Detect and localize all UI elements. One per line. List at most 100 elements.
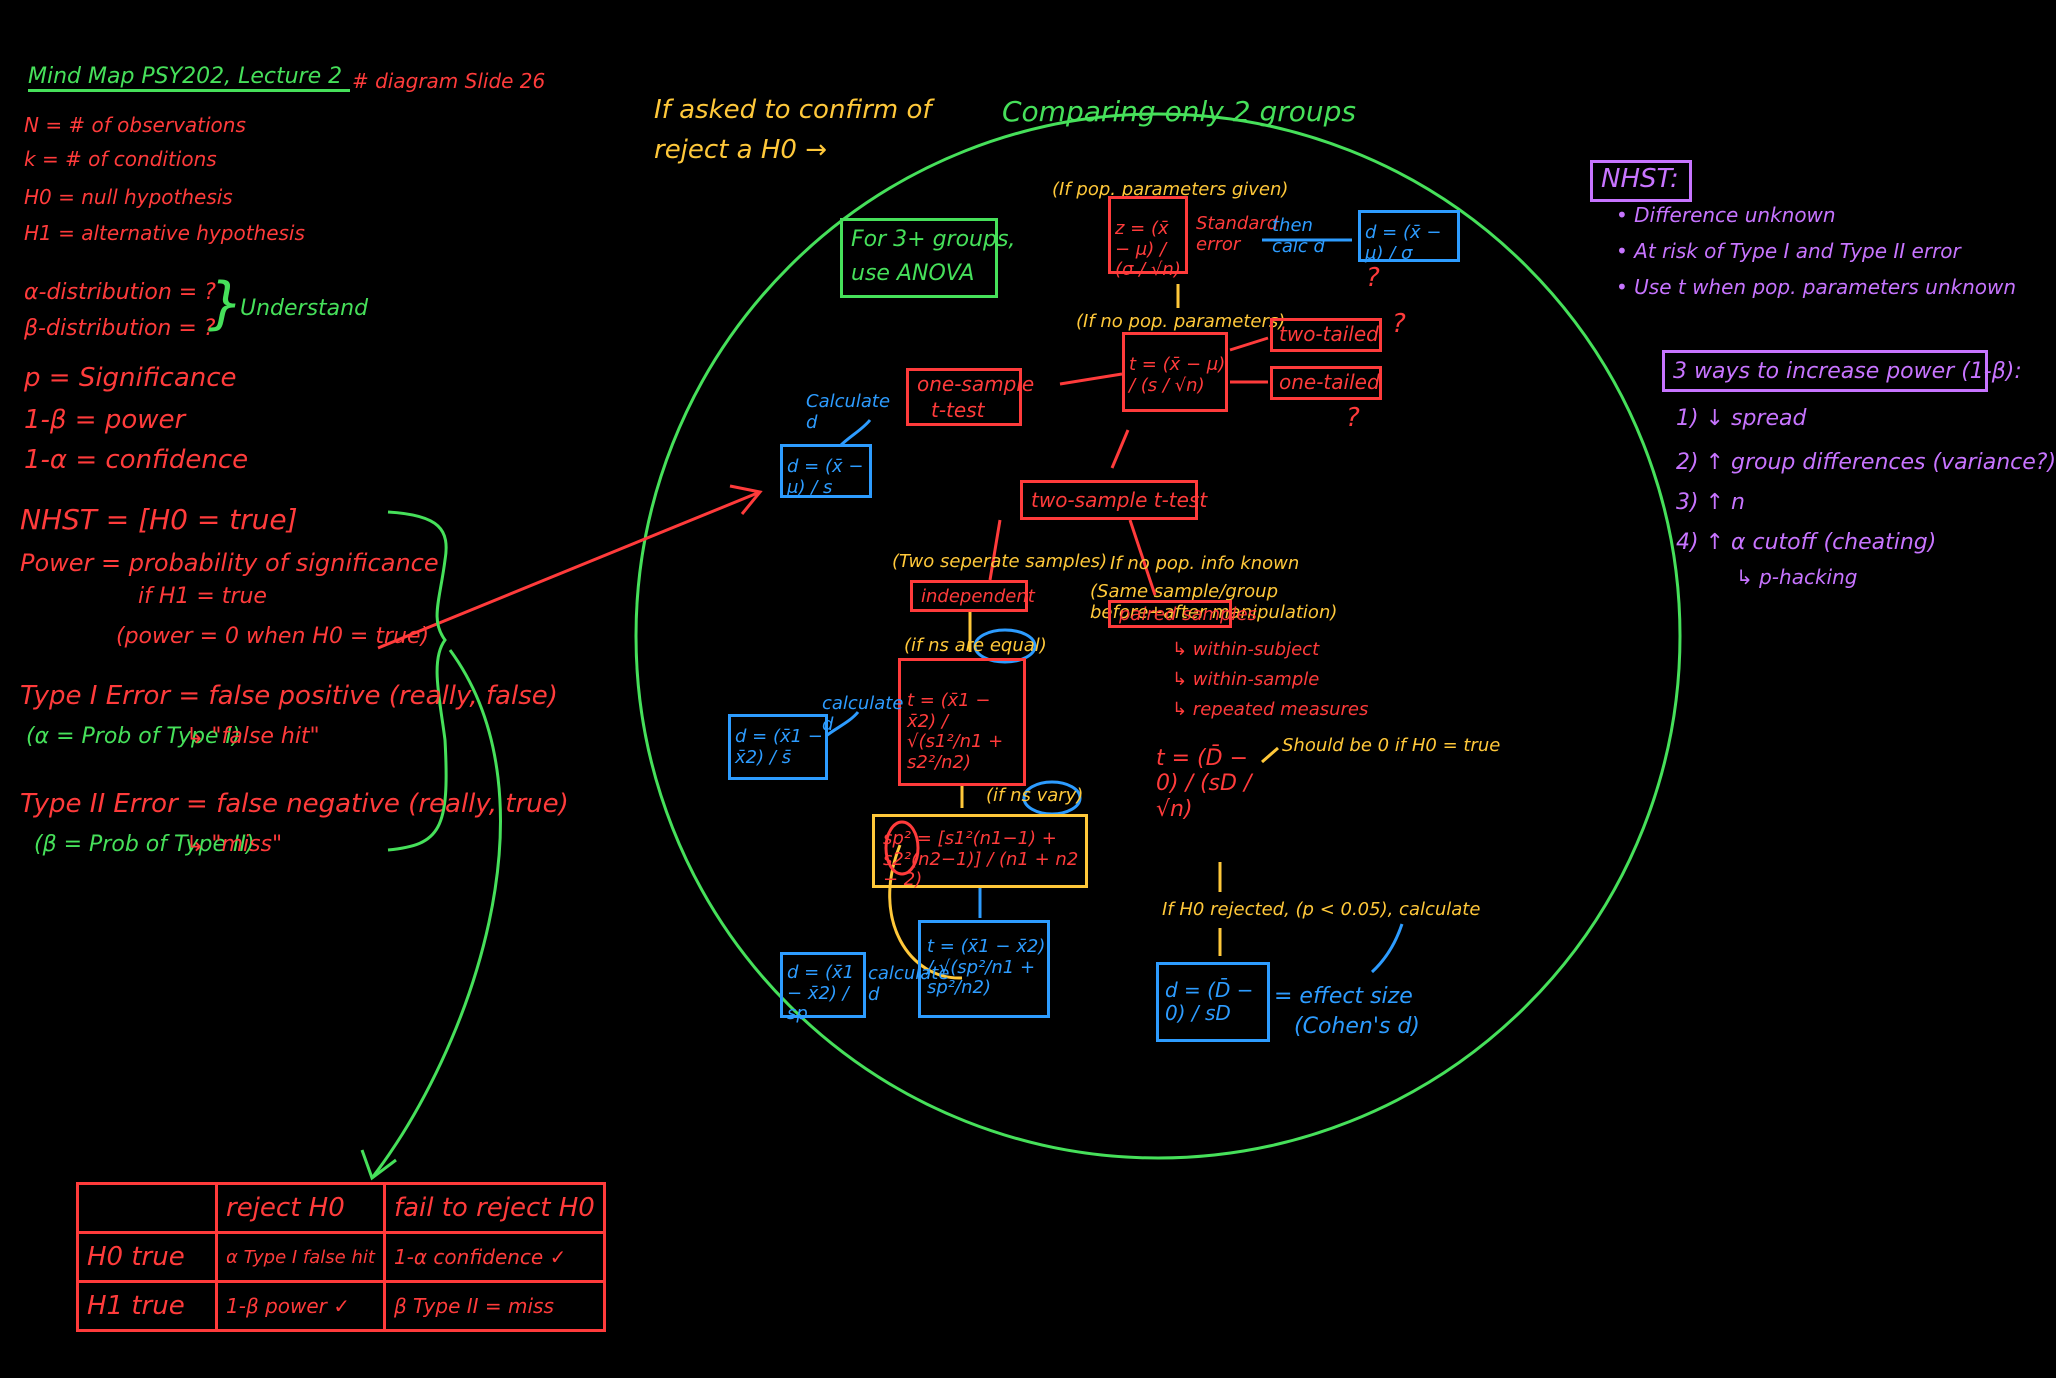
nhst-point-1: • Difference unknown <box>1616 203 1836 227</box>
understand-brace: } <box>208 271 244 336</box>
power-definition-cond: if H1 = true <box>138 584 267 609</box>
z-formula-box: z = (x̄ − μ) / (σ / √n) <box>1108 196 1188 280</box>
d-pooled-formula: d = (x̄1 − x̄2) / sp <box>787 962 855 1025</box>
p-hacking: ↳ p-hacking <box>1736 565 1858 589</box>
table-header-fail: fail to reject H0 <box>382 1182 606 1234</box>
power-zero-note: (power = 0 when H0 = true) <box>116 624 430 649</box>
d-paired-formula: d = (D̄ − 0) / sD <box>1165 978 1254 1025</box>
nhst-definition: NHST = [H0 = true] <box>20 503 298 536</box>
sp-formula-box: sp² = [s1²(n1−1) + s2²(n2−1)] / (n1 + n2… <box>872 814 1088 890</box>
table-cell: α Type I false hit <box>215 1231 386 1283</box>
arrow-t-to-two-tailed <box>1229 336 1269 352</box>
circle-equal <box>973 628 1037 664</box>
no-pop-label: (If no pop. parameters) <box>1076 311 1286 332</box>
arrow-t-to-one-sample <box>1059 372 1123 386</box>
definition-n: N = # of observations <box>24 113 246 137</box>
two-sample-box: two-sample t-test <box>1020 480 1207 520</box>
table-corner <box>76 1182 218 1234</box>
t-independent-formula: t = (x̄1 − x̄2) / √(s1²/n1 + s2²/n2) <box>907 690 1004 774</box>
question-mark-1: ? <box>1366 263 1380 293</box>
type2-error: Type II Error = false negative (really, … <box>20 789 569 819</box>
arrow-calc-d-one <box>838 419 872 448</box>
arrow-t-to-two-sample <box>1110 429 1130 469</box>
d-independent-formula: d = (x̄1 − x̄2) / s̄ <box>735 726 823 768</box>
anova-box: For 3+ groups, use ANOVA <box>840 218 1015 298</box>
definition-h1: H1 = alternative hypothesis <box>24 221 305 245</box>
arrow-calc-to-d-paired <box>1370 923 1404 974</box>
table-header-reject: reject H0 <box>215 1182 386 1234</box>
anova-line1: For 3+ groups, <box>851 227 1016 252</box>
d-s-box: d = (x̄ − μ) / s <box>780 444 872 498</box>
table-row-label: H0 true <box>76 1231 218 1283</box>
arrow-calc-d-ind <box>825 711 860 738</box>
power-ways-title: 3 ways to increase power (1-β): <box>1673 359 2022 384</box>
one-tailed-label: one-tailed <box>1279 370 1380 394</box>
mind-map-board: Mind Map PSY202, Lecture 2 # diagram Sli… <box>20 64 2056 1332</box>
table-cell: 1-β power ✓ <box>215 1280 386 1332</box>
two-tailed-label: two-tailed <box>1279 322 1379 346</box>
arrow-two-sample-to-paired <box>1128 519 1157 596</box>
nhst-title: NHST: <box>1601 164 1679 194</box>
arrow-nhst-to-circle <box>377 490 761 650</box>
d-sigma-formula: d = (x̄ − μ) / σ <box>1365 222 1442 264</box>
power-way-4: 4) ↑ α cutoff (cheating) <box>1676 530 1937 555</box>
power-way-1: 1) ↓ spread <box>1676 406 1807 431</box>
question-mark-2: ? <box>1392 309 1406 339</box>
should-be-zero: Should be 0 if H0 = true <box>1282 735 1501 756</box>
ns-vary-label: (if ns vary) <box>986 785 1084 806</box>
circle-sp <box>884 820 920 876</box>
calculate-d-label-2: calculate d <box>822 693 904 735</box>
arrow-two-sample-to-independent <box>988 519 1002 581</box>
power-way-2: 2) ↑ group differences (variance?) <box>1676 450 2056 475</box>
then-calc-d: then calc d <box>1272 215 1325 257</box>
type1-false-hit: ↳ "false hit" <box>186 724 320 749</box>
t-independent-box: t = (x̄1 − x̄2) / √(s1²/n1 + s2²/n2) <box>898 658 1026 786</box>
cohens-d: (Cohen's d) <box>1294 1014 1420 1039</box>
type2-miss: ↳ "miss" <box>186 832 283 857</box>
arrow-should-be <box>1261 746 1279 764</box>
arrow-brace-to-table <box>370 649 502 1179</box>
power-way-3: 3) ↑ n <box>1676 490 1745 515</box>
definition-k: k = # of conditions <box>24 147 217 171</box>
d-sigma-box: d = (x̄ − μ) / σ <box>1358 210 1460 264</box>
t-pooled-formula: t = (x̄1 − x̄2) / √(sp²/n1 + sp²/n2) <box>927 936 1046 999</box>
if-rejected-label: If H0 rejected, (p < 0.05), calculate <box>1162 899 1481 920</box>
same-sample-label: (Same sample/group before+after manipula… <box>1090 581 1338 623</box>
arrow-sp-curve <box>888 844 963 980</box>
two-tailed-box: two-tailed <box>1270 318 1382 352</box>
connector-layer <box>360 112 1682 1181</box>
ask-text-line2: reject a H0 → <box>654 135 827 165</box>
diagram-reference: # diagram Slide 26 <box>352 69 546 93</box>
effect-size: = effect size <box>1274 984 1413 1009</box>
anova-line2: use ANOVA <box>851 261 975 286</box>
definition-h0: H0 = null hypothesis <box>24 185 233 209</box>
type1-error: Type I Error = false positive (really, f… <box>20 681 558 711</box>
one-sample-line2: t-test <box>931 398 985 422</box>
page-title: Mind Map PSY202, Lecture 2 <box>28 64 351 93</box>
nhst-point-2: • At risk of Type I and Type II error <box>1616 239 1961 263</box>
independent-box: independent <box>910 580 1035 612</box>
power-line: 1-β = power <box>24 405 186 435</box>
type1-alpha: (α = Prob of Type I) <box>26 724 241 749</box>
table-cell: β Type II = miss <box>382 1280 606 1332</box>
table-row: H1 true 1-β power ✓ β Type II = miss <box>76 1280 606 1332</box>
calculate-d-label-1: Calculate d <box>806 391 891 433</box>
within-subject: ↳ within-subject <box>1172 639 1320 660</box>
beta-distribution: β-distribution = ? <box>24 316 216 341</box>
paired-label: paired samples <box>1119 604 1257 625</box>
t-formula: t = (x̄ − μ) / (s / √n) <box>1129 354 1226 396</box>
one-tailed-box: one-tailed <box>1270 366 1382 400</box>
significance-line: p = Significance <box>24 363 237 393</box>
nhst-title-box: NHST: <box>1590 160 1692 202</box>
one-sample-line1: one-sample <box>917 372 1035 396</box>
arrowhead-table <box>360 1149 397 1181</box>
confidence-line: 1-α = confidence <box>24 445 249 475</box>
two-sample-label: two-sample t-test <box>1031 488 1208 512</box>
error-table: reject H0 fail to reject H0 H0 true α Ty… <box>76 1182 606 1332</box>
z-formula: z = (x̄ − μ) / (σ / √n) <box>1115 218 1181 281</box>
repeated-measures: ↳ repeated measures <box>1172 699 1369 720</box>
question-mark-3: ? <box>1346 403 1360 433</box>
paired-box: paired samples <box>1108 600 1257 628</box>
table-row: H0 true α Type I false hit 1-α confidenc… <box>76 1231 606 1283</box>
arrowhead-nhst <box>729 484 763 515</box>
